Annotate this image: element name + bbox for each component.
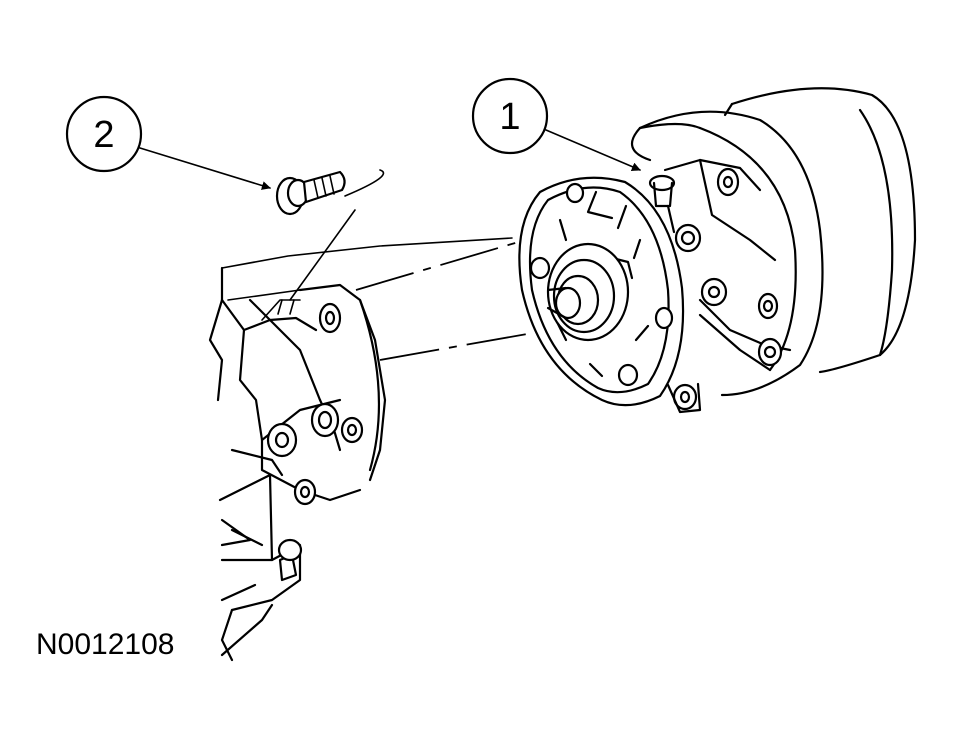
figure-id: N0012108 (36, 628, 174, 661)
callout-1-circle (471, 77, 549, 155)
part-1-bolt (648, 174, 676, 234)
callout-2-label: 2 (93, 114, 114, 156)
callout-1-leader-arrow (545, 129, 641, 171)
callout-2-circle (65, 95, 143, 173)
callout-2-leader-arrow (139, 147, 271, 190)
pulley-assembly (630, 87, 917, 397)
housing-bracket (208, 237, 513, 662)
callout-2: 2 (65, 95, 271, 190)
front-plate (518, 176, 702, 414)
callout-1-label: 1 (499, 96, 520, 138)
callout-1: 1 (471, 77, 641, 171)
part-2-bolt (275, 170, 346, 216)
